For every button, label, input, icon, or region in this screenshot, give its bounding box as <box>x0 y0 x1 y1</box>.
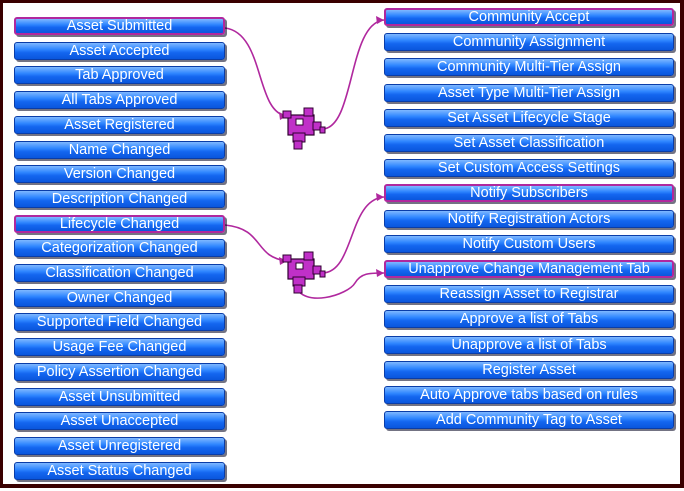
event-asset-unsubmitted-button[interactable]: Asset Unsubmitted <box>14 387 225 406</box>
event-asset-unaccepted-button[interactable]: Asset Unaccepted <box>14 412 225 431</box>
event-version-changed-button[interactable]: Version Changed <box>14 165 225 184</box>
action-notify-subscribers-button[interactable]: Notify Subscribers <box>384 184 674 203</box>
event-name-changed-button[interactable]: Name Changed <box>14 140 225 159</box>
event-asset-registered-button[interactable]: Asset Registered <box>14 115 225 134</box>
action-notify-registration-actors-button[interactable]: Notify Registration Actors <box>384 209 674 228</box>
action-register-asset-button[interactable]: Register Asset <box>384 360 674 379</box>
action-set-asset-classification-button[interactable]: Set Asset Classification <box>384 134 674 152</box>
event-description-changed-button[interactable]: Description Changed <box>14 189 225 208</box>
action-community-accept-button[interactable]: Community Accept <box>384 8 674 26</box>
event-policy-assertion-changed-button[interactable]: Policy Assertion Changed <box>14 362 225 381</box>
event-owner-changed-button[interactable]: Owner Changed <box>14 288 225 307</box>
action-community-multi-tier-assign-button[interactable]: Community Multi-Tier Assign <box>384 58 674 77</box>
event-lifecycle-changed-button[interactable]: Lifecycle Changed <box>14 214 225 233</box>
action-add-community-tag-to-asset-button[interactable]: Add Community Tag to Asset <box>384 411 674 430</box>
action-unapprove-a-list-of-tabs-button[interactable]: Unapprove a list of Tabs <box>384 335 674 354</box>
event-classification-changed-button[interactable]: Classification Changed <box>14 264 225 282</box>
action-community-assignment-button[interactable]: Community Assignment <box>384 33 674 52</box>
action-set-asset-lifecycle-stage-button[interactable]: Set Asset Lifecycle Stage <box>384 108 674 127</box>
event-asset-accepted-button[interactable]: Asset Accepted <box>14 41 225 60</box>
action-asset-type-multi-tier-assign-button[interactable]: Asset Type Multi-Tier Assign <box>384 83 674 102</box>
action-unapprove-change-management-tab-button[interactable]: Unapprove Change Management Tab <box>384 260 674 278</box>
action-reassign-asset-to-registrar-button[interactable]: Reassign Asset to Registrar <box>384 285 674 304</box>
event-asset-submitted-button[interactable]: Asset Submitted <box>14 17 225 35</box>
action-set-custom-access-settings-button[interactable]: Set Custom Access Settings <box>384 159 674 178</box>
action-auto-approve-tabs-based-on-rules-button[interactable]: Auto Approve tabs based on rules <box>384 386 674 404</box>
event-asset-unregistered-button[interactable]: Asset Unregistered <box>14 436 225 455</box>
puzzle-node-icon[interactable] <box>282 107 326 151</box>
event-categorization-changed-button[interactable]: Categorization Changed <box>14 239 225 258</box>
event-supported-field-changed-button[interactable]: Supported Field Changed <box>14 313 225 332</box>
event-all-tabs-approved-button[interactable]: All Tabs Approved <box>14 91 225 110</box>
event-usage-fee-changed-button[interactable]: Usage Fee Changed <box>14 338 225 357</box>
puzzle-node-icon[interactable] <box>282 251 326 295</box>
action-approve-a-list-of-tabs-button[interactable]: Approve a list of Tabs <box>384 310 674 329</box>
event-tab-approved-button[interactable]: Tab Approved <box>14 66 225 85</box>
action-notify-custom-users-button[interactable]: Notify Custom Users <box>384 234 674 253</box>
event-asset-status-changed-button[interactable]: Asset Status Changed <box>14 461 225 480</box>
